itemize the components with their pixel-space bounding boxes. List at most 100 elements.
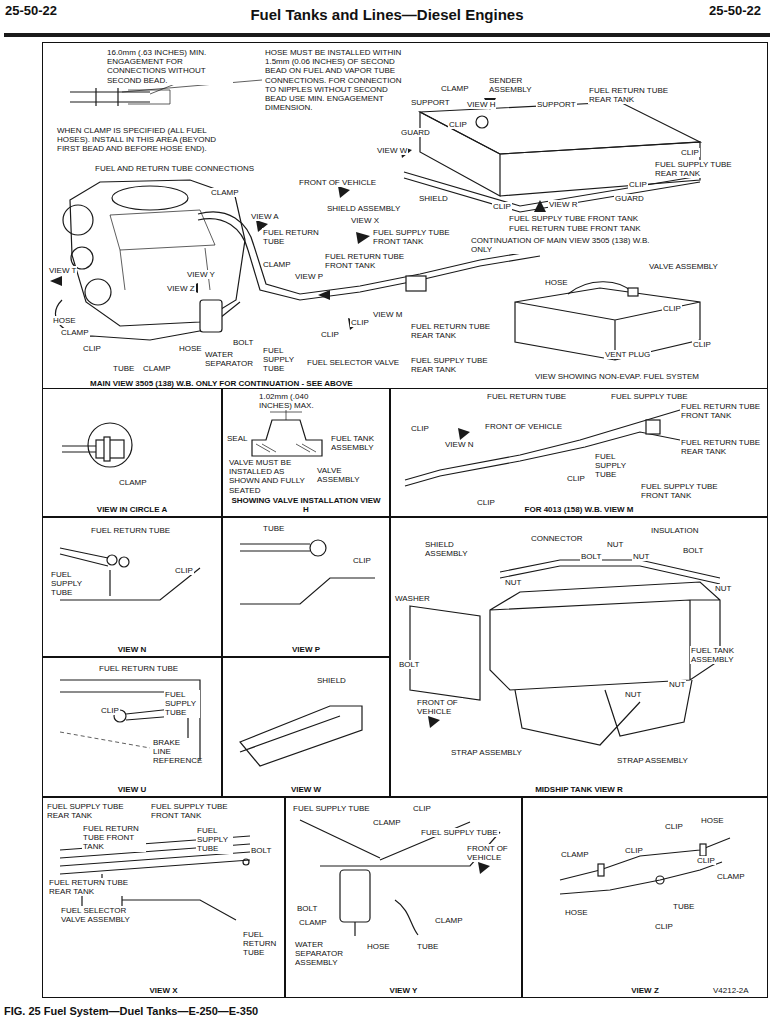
fuel-selector-valve [406, 276, 426, 291]
part-label: CLIP [624, 846, 644, 855]
valve-assembly [628, 288, 638, 296]
part-label: VALVE ASSEMBLY [648, 262, 719, 271]
view-caption: VIEW N [117, 645, 147, 654]
part-label: CLAMP [560, 850, 590, 859]
shield [410, 606, 480, 700]
part-label: FRONT OF VEHICLE [416, 698, 463, 716]
part-label: NUT [606, 540, 624, 549]
part-label: FRONT OF VEHICLE [484, 422, 563, 431]
part-label: FUEL SUPPLY TUBE [610, 392, 689, 401]
part-label: FUEL RETURN TUBE [486, 392, 567, 401]
clip [107, 555, 117, 565]
clamp [700, 844, 706, 856]
part-label: INSULATION [650, 526, 699, 535]
part-label: FUEL SUPPLY TUBE [50, 570, 92, 598]
fuel-tubes [560, 838, 730, 894]
part-label: SUPPORT [410, 98, 451, 107]
part-label: CLIP [100, 706, 120, 715]
view-panel: VIEW IN CIRCLE A [42, 388, 222, 517]
part-label: WATER SEPARATOR [204, 350, 256, 368]
brake-line [60, 732, 150, 748]
pulley [85, 279, 111, 305]
sender-assembly [476, 116, 488, 128]
part-label: NUT [714, 584, 732, 593]
part-label: FRONT OF VEHICLE [466, 844, 516, 862]
part-label: FUEL SUPPLY TUBE FRONT TANK [150, 802, 242, 820]
view-caption: VIEW Z [630, 986, 660, 995]
water-separator [340, 870, 370, 922]
front-arrow [478, 862, 490, 874]
page-number: 25-50-22 [708, 4, 762, 19]
view-caption: VIEW Y [389, 986, 419, 995]
part-label: TUBE [262, 524, 285, 533]
part-label: CLIP [82, 344, 102, 353]
part-label: WATER SEPARATOR ASSEMBLY [294, 940, 356, 968]
shield [240, 706, 362, 766]
part-label: CLAMP [142, 364, 172, 373]
part-label: VALVE ASSEMBLY [316, 466, 358, 484]
part-label: FUEL SUPPLY TUBE REAR TANK [654, 160, 751, 178]
part-label: TUBE [112, 364, 135, 373]
part-label: FUEL RETURN TUBE FRONT TANK [680, 402, 762, 420]
part-label: CLIP [662, 304, 682, 313]
part-label: FUEL RETURN TUBE FRONT TANK [82, 824, 146, 852]
view-caption: VIEW U [117, 785, 147, 794]
part-label: VIEW N [444, 440, 474, 449]
fuel-tank [420, 102, 700, 154]
part-label: VIEW T [48, 266, 77, 275]
part-label: CLIP [492, 202, 512, 211]
part-label: FUEL SUPPLY TUBE [292, 804, 371, 813]
valve-cover [110, 210, 215, 290]
part-label: BOLT [398, 660, 420, 669]
part-label: SHIELD [316, 676, 347, 685]
part-label: VIEW M [372, 310, 403, 319]
part-label: CLAMP [262, 260, 292, 269]
part-label: FUEL SUPPLY TUBE [164, 690, 200, 718]
clip [119, 557, 129, 567]
part-label: SENDER ASSEMBLY [488, 76, 535, 94]
part-label: GUARD [400, 128, 431, 137]
part-label: FUEL SUPPLY TUBE [594, 452, 636, 480]
part-label: CLAMP [440, 84, 470, 93]
part-label: CLAMP [118, 478, 148, 487]
fuel-tubes [60, 548, 108, 566]
fuel-return-tube [405, 404, 700, 480]
part-label: BOLT [682, 546, 704, 555]
part-label: 16.0mm (.63 INCHES) MIN. ENGAGEMENT FOR … [106, 48, 233, 85]
fuel-tubes [500, 560, 720, 584]
part-label: CLAMP [434, 916, 464, 925]
part-label: SHIELD ASSEMBLY [424, 540, 471, 558]
vent-hose [568, 282, 632, 294]
part-label: HOSE [366, 942, 391, 951]
part-label: FUEL AND RETURN TUBE CONNECTIONS [94, 164, 255, 173]
part-label: HOSE [564, 908, 589, 917]
view-arrow [534, 200, 546, 212]
part-label: CLIP [350, 318, 370, 327]
part-label: SHIELD ASSEMBLY [326, 204, 401, 213]
part-label: CLIP [628, 180, 648, 189]
part-label: VIEW X [350, 216, 380, 225]
part-label: FRONT OF VEHICLE [298, 178, 377, 187]
view-caption: VIEW X [148, 986, 178, 995]
view-panel: VIEW U [42, 657, 222, 797]
part-label: CLIP [410, 424, 430, 433]
view-caption: VIEW W [290, 785, 322, 794]
part-label: SHIELD [418, 194, 449, 203]
part-label: FUEL RETURN TUBE FRONT TANK [324, 252, 421, 270]
part-label: CLIP [412, 804, 432, 813]
part-label: HOSE [544, 278, 569, 287]
part-label: FUEL RETURN TUBE [262, 228, 329, 246]
view-caption: MIDSHIP TANK VIEW R [534, 785, 624, 794]
tube [240, 544, 310, 551]
pulley [63, 205, 93, 235]
strap-assembly [515, 680, 692, 745]
view-arrow [318, 290, 330, 300]
part-label: VIEW P [294, 272, 324, 281]
front-arrow [428, 716, 440, 728]
part-label: V4212-2A [712, 986, 750, 995]
header-rule [4, 33, 770, 37]
part-label: CLAMP [60, 328, 90, 337]
view-caption: MAIN VIEW 3505 (138) W.B. ONLY FOR CONTI… [89, 379, 354, 388]
part-label: FUEL SUPPLY TUBE FRONT TANK [640, 482, 737, 500]
part-label: VIEW R [548, 200, 578, 209]
